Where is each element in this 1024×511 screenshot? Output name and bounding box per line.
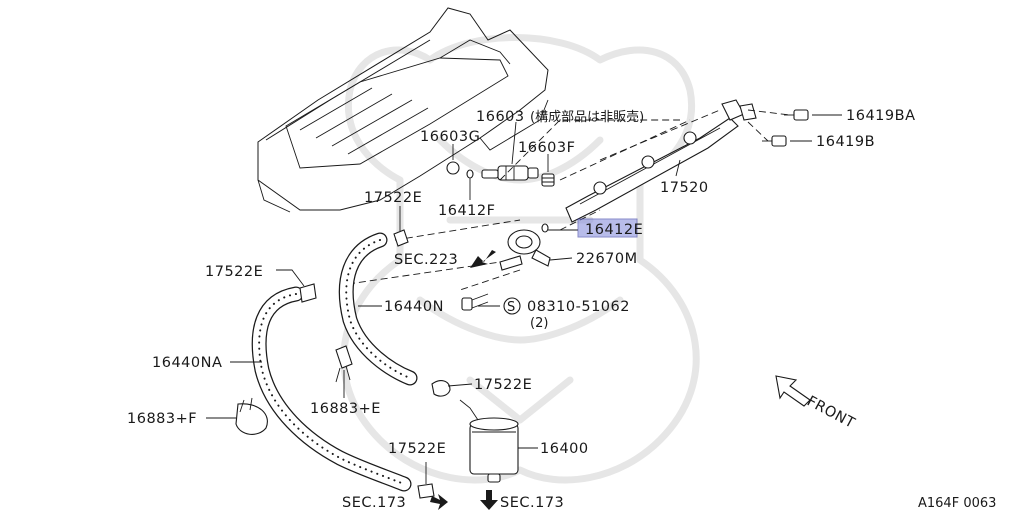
label-front: FRONT — [804, 393, 857, 432]
label-16419BA: 16419BA — [846, 108, 916, 124]
label-16603F: 16603F — [518, 140, 575, 156]
label-17522E-bottom: 17522E — [388, 441, 446, 457]
label-qty-2: (2) — [530, 316, 548, 331]
clamp-17522E-mid — [431, 380, 451, 397]
fuel-filter-16400 — [459, 399, 519, 483]
part-highlight-16412E — [577, 218, 638, 238]
oring-16412F — [466, 169, 474, 179]
label-16883F: 16883+F — [127, 411, 197, 427]
label-16603G: 16603G — [420, 129, 480, 145]
label-16412E: 16412E — [585, 222, 643, 238]
arrow-sec173-left — [430, 494, 448, 510]
bolt-16419B — [762, 135, 787, 147]
clip-16883E — [335, 345, 353, 383]
front-arrow — [775, 375, 811, 407]
bolt-16419BA — [784, 109, 809, 121]
insulator-16603G — [446, 161, 460, 175]
label-22670M: 22670M — [576, 251, 638, 267]
label-17522E-mid: 17522E — [474, 377, 532, 393]
label-16883E: 16883+E — [310, 401, 381, 417]
label-s-mark: S — [507, 300, 515, 315]
injector-16603 — [481, 165, 539, 181]
grommet-16603F — [541, 173, 555, 187]
label-sec173-right: SEC.173 — [500, 495, 564, 511]
label-16440NA: 16440NA — [152, 355, 222, 371]
clamp-17522E-bottom — [417, 483, 435, 499]
hose-16440NA — [251, 286, 412, 492]
label-17522E-top: 17522E — [364, 190, 422, 206]
diagram-code: A164F 0063 — [918, 496, 996, 511]
label-16440N: 16440N — [384, 299, 444, 315]
label-16412F: 16412F — [438, 203, 495, 219]
label-16400: 16400 — [540, 441, 589, 457]
label-16419B: 16419B — [816, 134, 875, 150]
label-17520: 17520 — [660, 180, 709, 196]
fuel-rail-17520 — [565, 99, 757, 223]
arrow-sec223 — [470, 250, 496, 268]
s-mark-circle — [503, 297, 521, 315]
label-17522E-left: 17522E — [205, 264, 263, 280]
leader-lines — [206, 114, 842, 484]
label-sec223: SEC.223 — [394, 252, 458, 268]
label-16603-note: (構成部品は非販売) — [530, 109, 644, 125]
clamp-17522E-left — [299, 283, 317, 303]
arrow-sec173-right — [480, 490, 498, 510]
bolt-08310-51062 — [461, 293, 489, 311]
label-16603: 16603 — [476, 109, 525, 125]
pressure-regulator-22670M — [499, 223, 551, 271]
label-08310-51062: 08310-51062 — [527, 299, 630, 315]
clamp-17522E-top — [393, 229, 409, 247]
label-sec173-left: SEC.173 — [342, 495, 406, 511]
clip-16883F — [235, 397, 268, 435]
hose-16440N — [338, 232, 418, 386]
engine-outline — [257, 7, 549, 213]
